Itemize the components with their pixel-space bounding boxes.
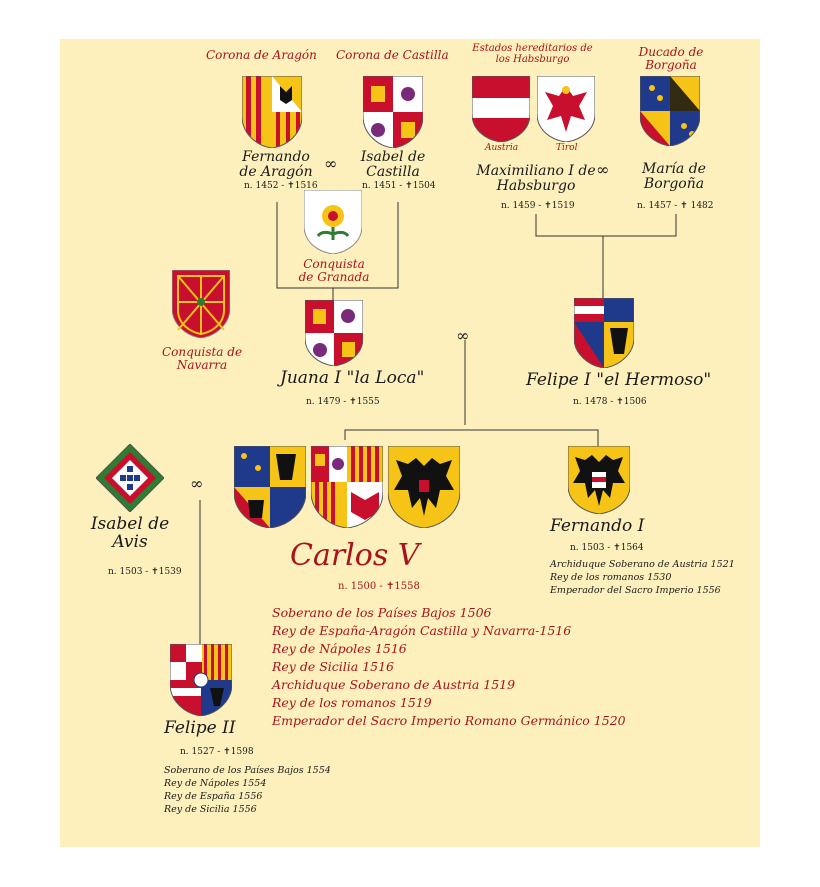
shield-castilla-icon [170,644,232,716]
dates-isabel-avis: n. 1503 - ✝1539 [108,567,182,577]
name-juana: Juana I "la Loca" [280,368,425,388]
name-fernando-i: Fernando I [550,516,645,536]
dates-juana: n. 1479 - ✝1555 [306,397,380,407]
name-maria-borgona: María de Borgoña [642,161,706,192]
marriage-rings-icon: ∞ [596,160,610,179]
shield-imperial-eagle-icon [568,446,630,514]
name-fernando-aragon: Fernando de Aragón [239,149,313,180]
dates-isabel-castilla: n. 1451 - ✝1504 [362,181,436,191]
dates-felipe-ii: n. 1527 - ✝1598 [180,747,254,757]
title-item: Rey de los romanos 1519 [272,695,432,710]
dates-fernando-aragon: n. 1452 - ✝1516 [244,181,318,191]
label-conquista-granada: Conquista de Granada [298,257,370,284]
title-item: Rey de España-Aragón Castilla y Navarra-… [272,623,572,638]
label-ducado-borgona: Ducado de Borgoña [638,45,704,72]
label-austria: Austria [485,143,519,153]
name-maximiliano: Maximiliano I de Habsburgo [476,163,596,194]
marriage-rings-icon: ∞ [190,474,204,493]
name-isabel-castilla: Isabel de Castilla [360,149,426,180]
title-item: Emperador del Sacro Imperio Romano Germá… [272,713,626,728]
shield-borgona-icon [574,298,634,368]
shield-austria-icon [472,76,530,142]
shield-imperial-eagle-icon [388,446,460,528]
carlos-v-titles-list: Soberano de los Países Bajos 1506 Rey de… [272,604,626,730]
shield-aragon-icon [311,446,383,528]
name-felipe-i: Felipe I "el Hermoso" [526,370,712,390]
title-item: Soberano de los Países Bajos 1554 [164,765,331,776]
label-tirol: Tirol [556,143,578,153]
title-item: Soberano de los Países Bajos 1506 [272,605,492,620]
label-habsburg-states: Estados hereditarios de los Habsburgo [472,43,593,65]
shield-granada-icon [304,190,362,254]
label-corona-castilla: Corona de Castilla [336,48,449,62]
fernando-i-titles-list: Archiduque Soberano de Austria 1521 Rey … [550,558,735,597]
diagram-panel [60,39,760,847]
title-item: Rey de Nápoles 1516 [272,641,407,656]
shield-castilla-icon [305,300,363,366]
shield-aragon-icon [242,76,302,148]
dates-fernando-i: n. 1503 - ✝1564 [570,543,644,553]
label-conquista-navarra: Conquista de Navarra [161,345,243,372]
dates-felipe-i: n. 1478 - ✝1506 [573,397,647,407]
title-item: Rey de los romanos 1530 [550,572,672,583]
dates-maximiliano: n. 1459 - ✝1519 [501,201,575,211]
shield-castilla-icon [363,76,423,148]
title-item: Rey de Sicilia 1556 [164,804,257,815]
label-corona-aragon: Corona de Aragón [206,48,317,62]
marriage-rings-icon: ∞ [456,326,470,345]
name-felipe-ii: Felipe II [164,718,236,738]
shield-borgona-icon [234,446,306,528]
marriage-rings-icon: ∞ [324,154,338,173]
title-item: Emperador del Sacro Imperio 1556 [550,585,721,596]
shield-navarra-icon [172,270,230,338]
name-carlos-v: Carlos V [290,538,420,573]
shield-borgona-icon [640,76,700,146]
dates-carlos-v: n. 1500 - ✝1558 [338,581,420,592]
title-item: Rey de Nápoles 1554 [164,778,267,789]
shield-tirol-icon [537,76,595,142]
title-item: Archiduque Soberano de Austria 1519 [272,677,516,692]
felipe-ii-titles-list: Soberano de los Países Bajos 1554 Rey de… [164,764,331,816]
name-isabel-avis: Isabel de Avis [90,514,170,552]
shield-portugal-icon [96,444,164,512]
dates-maria-borgona: n. 1457 - ✝ 1482 [637,201,714,211]
title-item: Archiduque Soberano de Austria 1521 [550,559,735,570]
title-item: Rey de Sicilia 1516 [272,659,395,674]
title-item: Rey de España 1556 [164,791,263,802]
